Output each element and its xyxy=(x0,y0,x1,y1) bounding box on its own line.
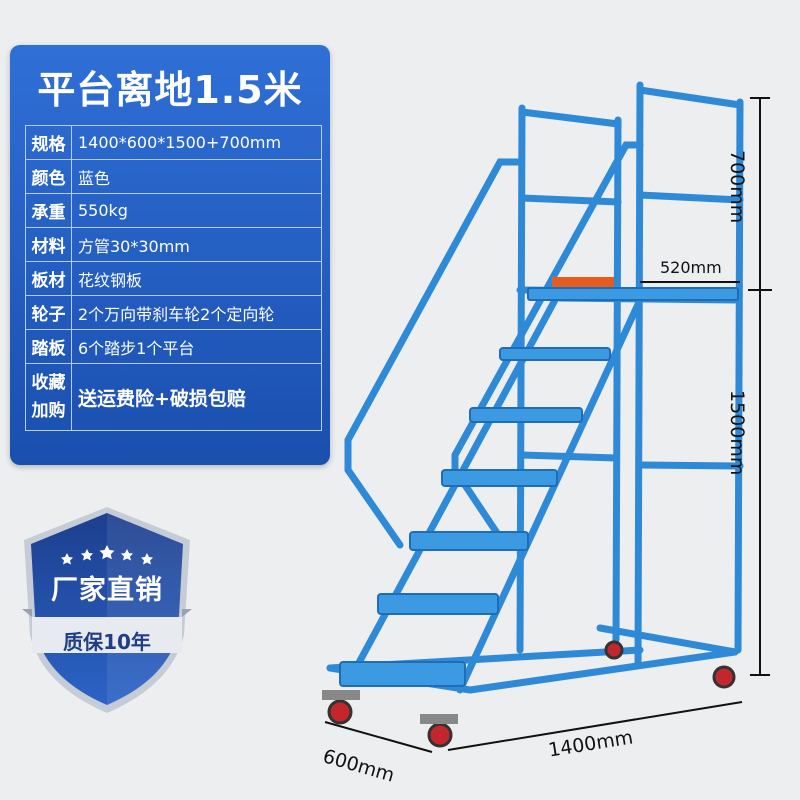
badge-line-2: 质保10年 xyxy=(63,630,151,654)
dim-platform-depth: 520mm xyxy=(660,258,722,277)
spec-key: 颜色 xyxy=(25,159,72,194)
spec-row: 材料方管30*30mm xyxy=(25,227,322,262)
spec-key: 收藏 加购 xyxy=(25,363,72,431)
spec-key: 规格 xyxy=(25,125,72,160)
spec-row: 板材花纹钢板 xyxy=(25,261,322,296)
spec-value: 蓝色 xyxy=(71,159,322,194)
ladder-illustration xyxy=(322,81,772,753)
spec-value: 方管30*30mm xyxy=(71,227,322,262)
spec-key: 材料 xyxy=(25,227,72,262)
dim-top-height: 700mm xyxy=(726,150,748,224)
spec-key: 踏板 xyxy=(25,329,72,364)
spec-title: 平台离地1.5米 xyxy=(37,68,303,112)
spec-value: 送运费险+破损包赔 xyxy=(71,363,322,431)
spec-value: 花纹钢板 xyxy=(71,261,322,296)
badge-line-1: 厂家直销 xyxy=(51,575,163,606)
spec-value: 2个万向带刹车轮2个定向轮 xyxy=(71,295,322,330)
spec-value: 550kg xyxy=(71,193,322,228)
shield-badge-icon xyxy=(22,507,192,713)
spec-key: 承重 xyxy=(25,193,72,228)
spec-row: 收藏 加购送运费险+破损包赔 xyxy=(25,363,322,431)
spec-key: 板材 xyxy=(25,261,72,296)
spec-key: 轮子 xyxy=(25,295,72,330)
spec-value: 6个踏步1个平台 xyxy=(71,329,322,364)
dim-platform-height: 1500mm xyxy=(726,390,748,476)
spec-row: 颜色蓝色 xyxy=(25,159,322,194)
spec-value: 1400*600*1500+700mm xyxy=(71,125,322,160)
